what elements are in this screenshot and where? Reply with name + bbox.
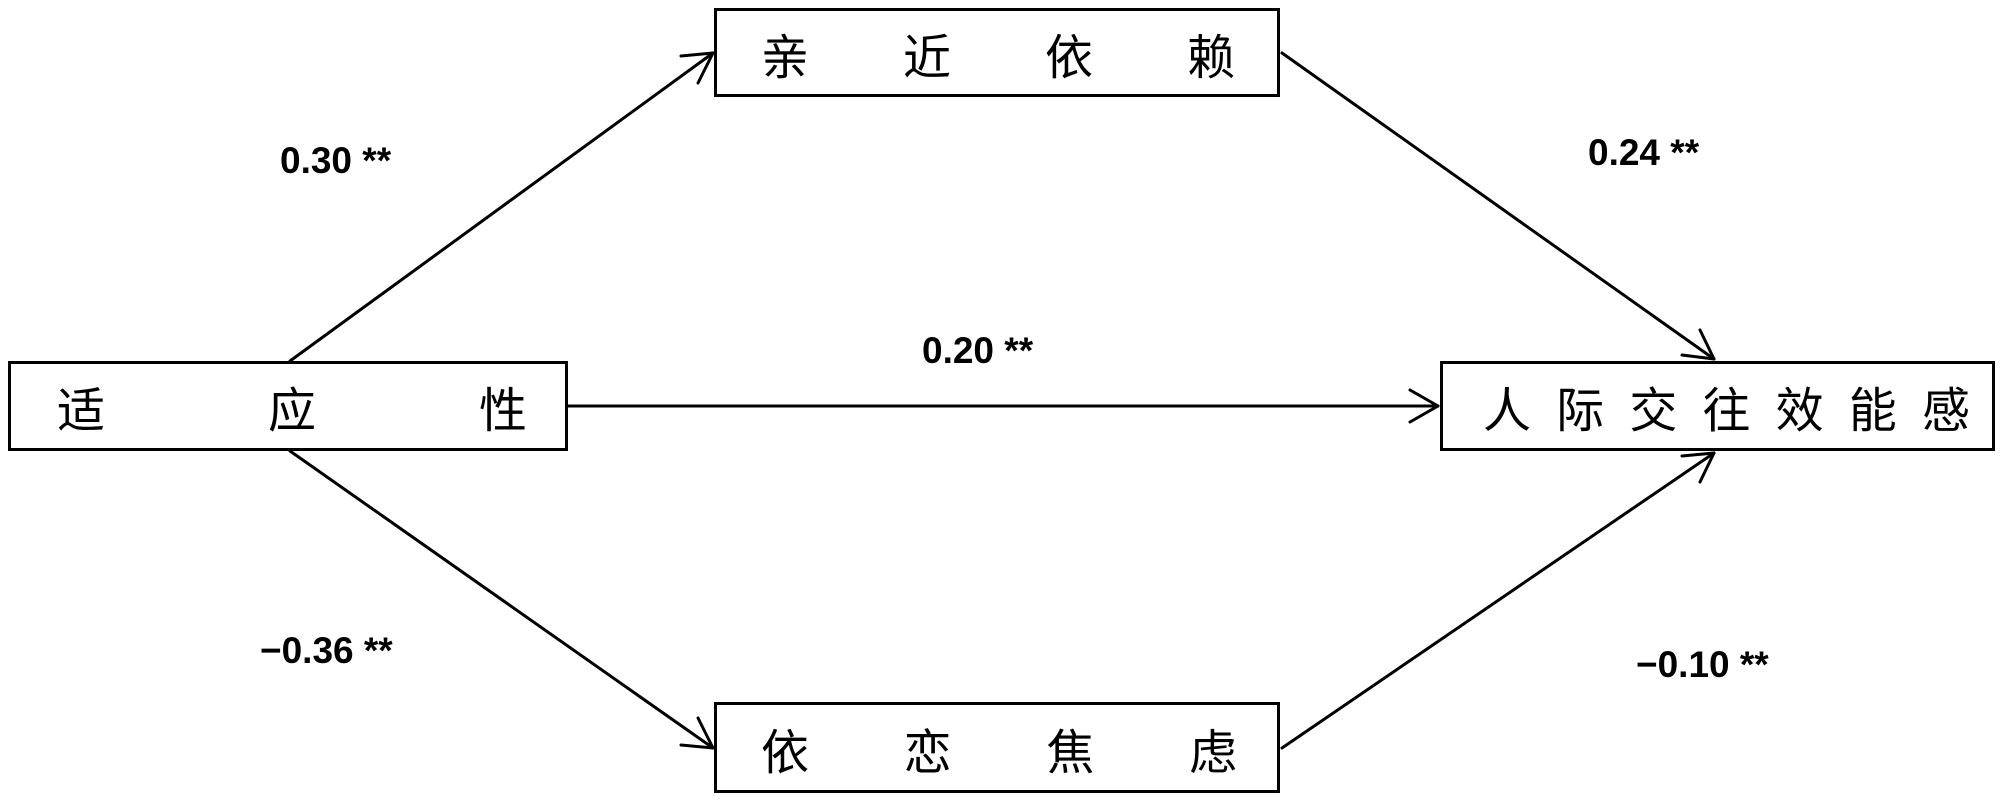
node-attachment-anxiety-char: 依 [761, 724, 810, 781]
coefficient-attachment-anxiety-to-efficacy: −0.10 ** [1636, 644, 1769, 685]
node-interpersonal-efficacy-char: 感 [1921, 383, 1970, 439]
node-attachment-anxiety-char: 恋 [903, 724, 952, 781]
arrowhead-direct [1408, 388, 1440, 424]
arrowhead-close-dependence [679, 51, 715, 85]
coefficient-direct-path: 0.20 ** [922, 330, 1034, 371]
node-interpersonal-efficacy-char: 交 [1629, 383, 1678, 439]
node-adaptability-char: 性 [478, 383, 527, 439]
node-close-dependence-char: 亲 [761, 29, 810, 86]
coefficient-predictor-to-attachment-anxiety: −0.36 ** [260, 630, 393, 671]
arrowhead-attachment-anxiety [679, 716, 715, 750]
node-interpersonal-efficacy-char: 际 [1556, 383, 1605, 439]
arrow-attachment-anxiety-to-efficacy [1280, 451, 1716, 750]
arrow-predictor-to-attachment-anxiety [288, 449, 715, 750]
node-close-dependence-char: 赖 [1186, 29, 1235, 86]
arrow-close-dependence-to-efficacy [1280, 51, 1716, 361]
node-interpersonal-efficacy-char: 效 [1775, 383, 1824, 439]
node-interpersonal-efficacy: 人 际 交 往 效 能 感 [1440, 361, 1995, 451]
node-close-dependence-char: 依 [1044, 29, 1093, 86]
node-interpersonal-efficacy-char: 人 [1483, 383, 1532, 439]
node-interpersonal-efficacy-char: 往 [1702, 383, 1751, 439]
arrowhead-efficacy-bottom [1680, 451, 1716, 484]
coefficient-close-dependence-to-efficacy: 0.24 ** [1588, 132, 1700, 173]
coefficient-predictor-to-close-dependence: 0.30 ** [280, 140, 392, 181]
node-adaptability: 适 应 性 [8, 361, 568, 451]
node-interpersonal-efficacy-char: 能 [1848, 383, 1897, 439]
node-close-dependence-char: 近 [902, 29, 951, 86]
node-attachment-anxiety-char: 焦 [1046, 724, 1095, 781]
node-adaptability-char: 适 [57, 383, 106, 439]
arrowhead-efficacy-top [1680, 328, 1716, 361]
node-adaptability-char: 应 [267, 383, 316, 439]
arrow-predictor-to-close-dependence [288, 51, 715, 363]
node-attachment-anxiety-char: 虑 [1188, 724, 1237, 781]
node-close-dependence: 亲 近 依 赖 [714, 8, 1280, 97]
node-attachment-anxiety: 依 恋 焦 虑 [714, 702, 1280, 793]
